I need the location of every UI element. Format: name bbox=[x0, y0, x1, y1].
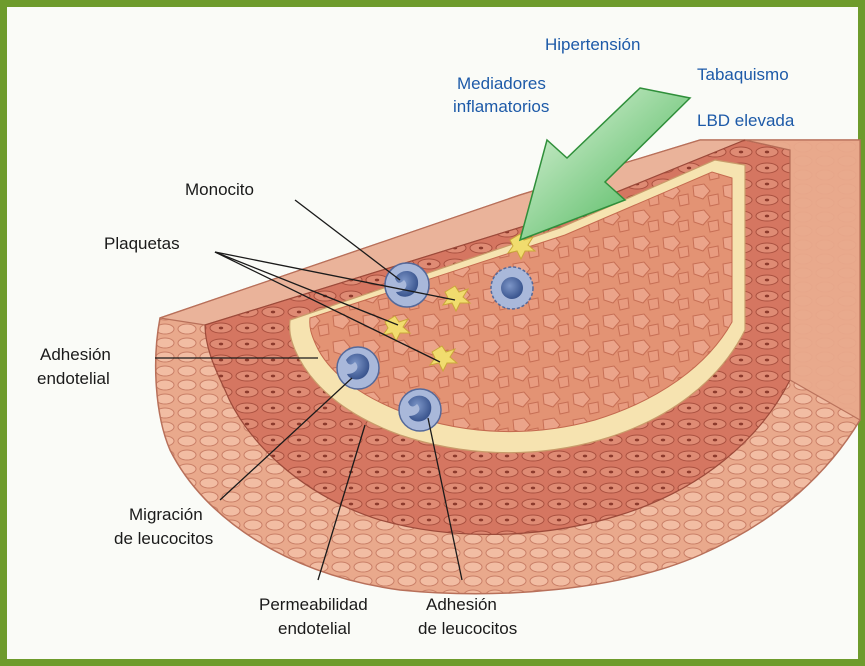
label-hipertension: Hipertensión bbox=[545, 35, 640, 54]
label-adhesion-endotelial-1: Adhesión bbox=[40, 345, 111, 364]
leukocyte-lumen bbox=[491, 267, 533, 309]
label-tabaquismo: Tabaquismo bbox=[697, 65, 789, 84]
label-migracion-2: de leucocitos bbox=[114, 529, 213, 548]
label-mediadores-2: inflamatorios bbox=[453, 97, 549, 116]
label-plaquetas: Plaquetas bbox=[104, 234, 180, 253]
label-mediadores-1: Mediadores bbox=[457, 74, 546, 93]
label-adhesion-endotelial-2: endotelial bbox=[37, 369, 110, 388]
label-adhesion-leucocitos-1: Adhesión bbox=[426, 595, 497, 614]
artery-illustration bbox=[156, 140, 860, 594]
label-migracion-1: Migración bbox=[129, 505, 203, 524]
monocyte bbox=[385, 263, 429, 307]
label-monocito: Monocito bbox=[185, 180, 254, 199]
leukocyte-adhering bbox=[399, 389, 441, 431]
leukocyte-migrating bbox=[337, 347, 379, 389]
label-adhesion-leucocitos-2: de leucocitos bbox=[418, 619, 517, 638]
label-ldl: LBD elevada bbox=[697, 111, 795, 130]
label-permeabilidad-1: Permeabilidad bbox=[259, 595, 368, 614]
label-permeabilidad-2: endotelial bbox=[278, 619, 351, 638]
